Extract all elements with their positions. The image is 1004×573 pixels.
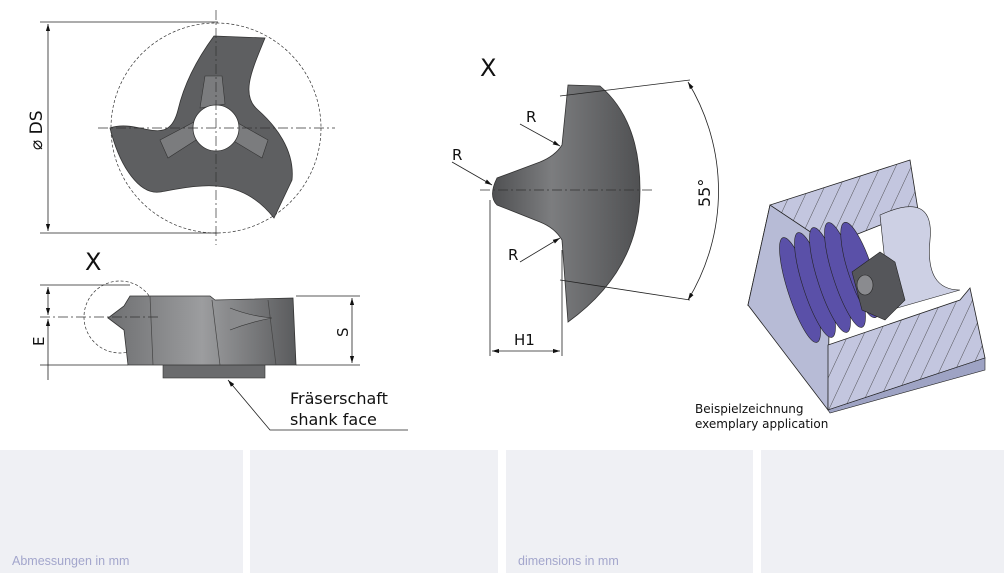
info-panel-2 xyxy=(250,450,498,573)
insert-side-body xyxy=(107,295,297,366)
info-panel-3: dimensions in mm xyxy=(506,450,753,573)
radius-label-upper: R xyxy=(526,108,536,126)
application-caption-de: Beispielzeichnung xyxy=(695,402,804,416)
application-caption-en: exemplary application xyxy=(695,417,828,431)
tooth-profile xyxy=(492,84,641,323)
radius-label-tip: R xyxy=(452,146,462,164)
detail-x-view: X 55° R R R H1 xyxy=(451,54,719,356)
shank-face-label-en: shank face xyxy=(290,410,377,429)
h1-dimension-label: H1 xyxy=(514,331,535,349)
technical-drawing: ⌀ DS X E S Fräserschaft shank face X 55°… xyxy=(27,10,986,431)
application-illustration: Beispielzeichnung exemplary application xyxy=(695,159,986,431)
angle-55-label: 55° xyxy=(695,179,714,207)
top-view: ⌀ DS xyxy=(27,10,335,245)
view-marker-x: X xyxy=(85,248,101,276)
detail-x-title: X xyxy=(480,54,496,82)
info-panel-1: Abmessungen in mm xyxy=(0,450,243,573)
e-dimension-label: E xyxy=(30,337,48,346)
info-panel-4 xyxy=(761,450,1004,573)
s-dimension-label: S xyxy=(334,327,352,337)
radius-label-lower: R xyxy=(508,246,518,264)
shank-face-label-de: Fräserschaft xyxy=(290,389,388,408)
dimensions-label-de: Abmessungen in mm xyxy=(12,554,130,568)
dimensions-label-en: dimensions in mm xyxy=(518,554,619,568)
diameter-ds-label: ⌀ DS xyxy=(27,110,47,150)
side-view: X E S Fräserschaft shank face xyxy=(30,248,408,431)
